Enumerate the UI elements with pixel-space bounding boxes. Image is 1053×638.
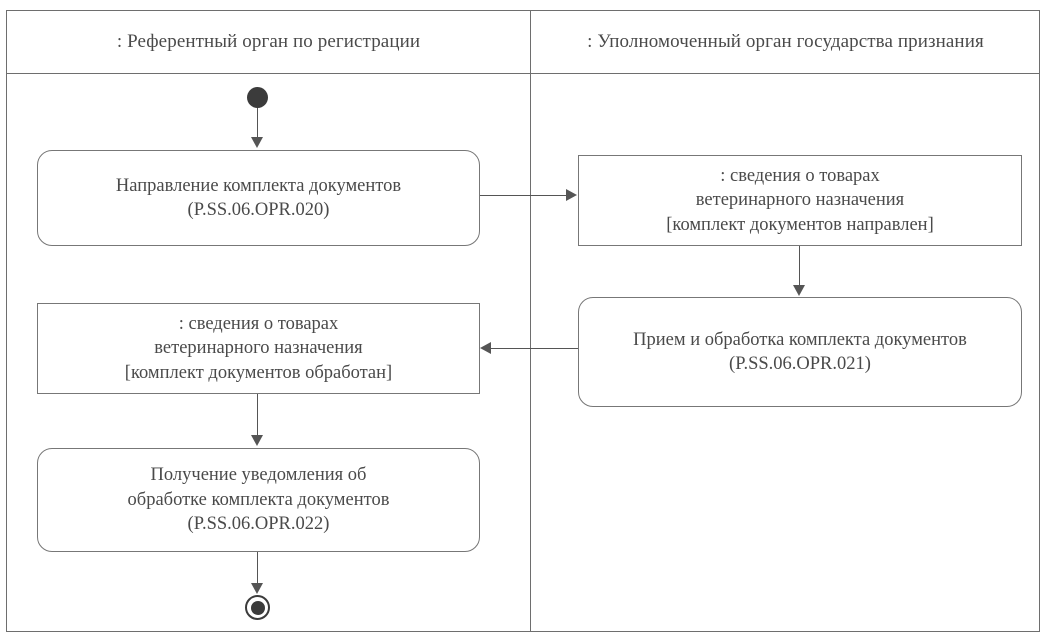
edge-initial-to-action-020	[257, 108, 258, 138]
object-sent-line-2: ветеринарного назначения	[695, 190, 905, 211]
action-022-line-3: (P.SS.06.OPR.022)	[187, 514, 330, 535]
lane-header-separator	[6, 73, 1040, 74]
lane-divider	[530, 10, 531, 632]
action-node-direction-of-document-set[interactable]: Направление комплекта документов (P.SS.0…	[37, 150, 480, 246]
object-node-goods-info-documents-sent[interactable]: : сведения о товарах ветеринарного назна…	[578, 155, 1022, 246]
lane-header-referent-registration-body: : Референтный орган по регистрации	[116, 30, 421, 52]
edge-object-sent-to-action-021	[799, 246, 800, 286]
arrowhead-object-processed-to-action-022	[251, 435, 263, 446]
object-processed-line-1: : сведения о товарах	[178, 313, 339, 334]
arrowhead-action-020-to-object-sent	[566, 189, 577, 201]
lane-header-authorized-state-recognition-body: : Уполномоченный орган государства призн…	[587, 30, 984, 52]
object-processed-line-3: [комплект документов обработан]	[124, 362, 393, 383]
action-021-line-2: (P.SS.06.OPR.021)	[729, 354, 871, 374]
arrowhead-action-022-to-final	[251, 583, 263, 594]
arrowhead-object-sent-to-action-021	[793, 285, 805, 296]
arrowhead-initial-to-action-020	[251, 137, 263, 148]
arrowhead-action-021-to-object-processed	[480, 342, 491, 354]
action-022-line-1: Получение уведомления об	[150, 465, 367, 486]
edge-action-020-to-object-sent	[480, 195, 567, 196]
edge-action-021-to-object-processed	[491, 348, 578, 349]
edge-object-processed-to-action-022	[257, 394, 258, 436]
object-sent-line-1: : сведения о товарах	[720, 165, 880, 186]
object-processed-line-2: ветеринарного назначения	[154, 338, 363, 359]
final-node	[245, 595, 270, 620]
object-sent-line-3: [комплект документов направлен]	[666, 214, 934, 235]
action-022-line-2: обработке комплекта документов	[127, 489, 390, 510]
edge-action-022-to-final	[257, 552, 258, 584]
action-021-line-1: Прием и обработка комплекта документов	[633, 329, 967, 350]
action-node-acceptance-and-processing[interactable]: Прием и обработка комплекта документов (…	[578, 297, 1022, 407]
object-node-goods-info-documents-processed[interactable]: : сведения о товарах ветеринарного назна…	[37, 303, 480, 394]
initial-node	[247, 87, 268, 108]
action-020-line-2: (P.SS.06.OPR.020)	[187, 200, 330, 220]
action-node-receipt-of-processing-notification[interactable]: Получение уведомления об обработке компл…	[37, 448, 480, 552]
diagram-frame	[6, 10, 1040, 632]
action-020-line-1: Направление комплекта документов	[115, 175, 402, 196]
